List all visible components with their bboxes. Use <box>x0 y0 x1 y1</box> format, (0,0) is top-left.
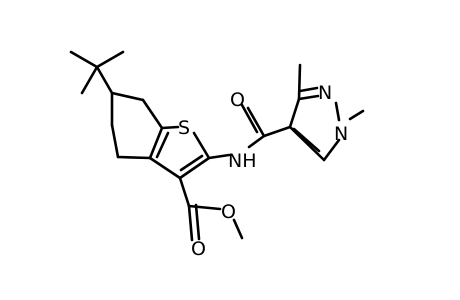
methyl-ester-group <box>178 176 244 242</box>
bond-c2-nh <box>207 153 231 160</box>
bond-c3-c2-inner <box>179 154 204 172</box>
bond-tbu-me2 <box>95 50 125 69</box>
bond-nh-carbonyl <box>247 134 266 149</box>
atom-pyrazole-n1: N <box>334 123 348 145</box>
tert-butyl-group <box>69 50 125 95</box>
bond-n1-c5 <box>322 138 341 162</box>
bond-s-c2 <box>192 131 211 160</box>
bond-ester-co-a <box>187 204 194 242</box>
atom-amide-nitrogen: NH <box>228 150 257 172</box>
bond-c3-c2-outer <box>178 156 211 180</box>
thiophene-ring <box>148 125 211 180</box>
bond-c5-c4-b <box>292 127 321 153</box>
pyrazole-ring <box>288 63 365 162</box>
bond-amide-co-b <box>240 103 259 134</box>
bond-o-methyl <box>232 218 244 240</box>
bond-c3-methyl <box>297 63 302 101</box>
bond-ester-co-b <box>194 203 201 241</box>
bond-c5-c4-a <box>288 125 326 162</box>
bond-tbu-me3 <box>80 65 99 95</box>
bond-c4-c3 <box>288 97 301 129</box>
bond-c7a-s <box>160 125 180 130</box>
bond-c6-c7 <box>110 91 145 102</box>
bond-n2-n1 <box>334 101 341 122</box>
bond-c7a-c3a-outer <box>148 126 164 160</box>
bond-c3-n2-b <box>298 86 319 93</box>
bond-c7-c7a <box>141 98 164 130</box>
atom-ester-oxygen: O <box>221 201 236 223</box>
atom-sulfur: S <box>178 117 190 139</box>
atom-pyrazole-n2: N <box>318 82 332 104</box>
atom-ester-carbonyl-oxygen: O <box>191 238 206 260</box>
cyclohexene-ring <box>110 91 164 160</box>
bond-n1-methyl <box>348 109 365 121</box>
bond-c3-carbonyl <box>178 176 191 208</box>
bond-c4-c3a <box>116 155 152 160</box>
bond-carbonyl-c4 <box>262 125 292 138</box>
bond-tbu-ring <box>95 65 114 95</box>
bond-amide-co-a <box>246 106 266 138</box>
bond-c5-c4 <box>110 123 120 159</box>
amide-group <box>207 103 292 160</box>
bond-c3-n2-a <box>297 94 320 101</box>
bond-carbonyl-o <box>187 204 222 211</box>
atom-amide-oxygen: O <box>230 89 245 111</box>
bond-c3a-c3 <box>148 156 182 180</box>
bond-tbu-me1 <box>69 50 99 69</box>
bond-c7a-c3a-inner <box>155 131 170 159</box>
